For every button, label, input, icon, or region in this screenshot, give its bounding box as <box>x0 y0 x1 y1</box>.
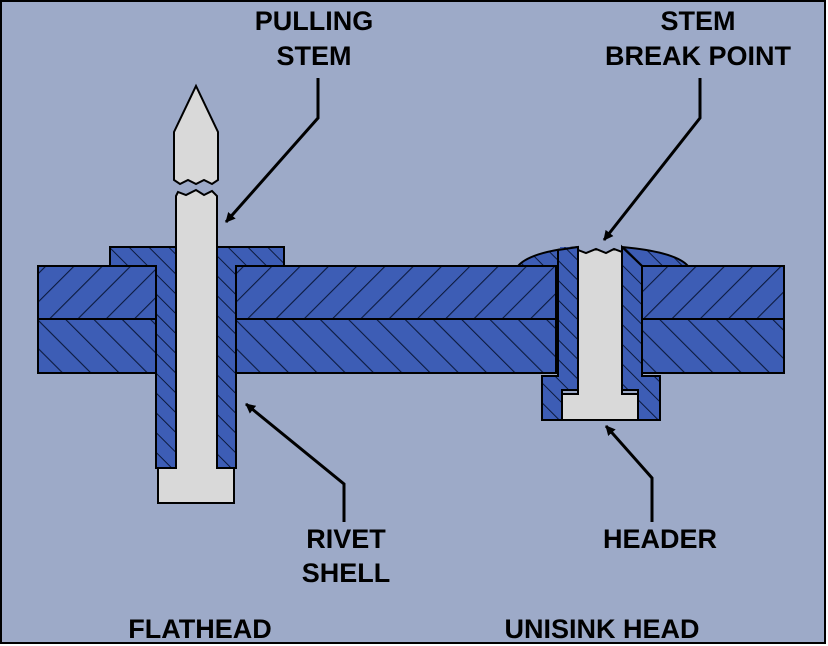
stem-break-point-label-line2: BREAK POINT <box>605 41 792 71</box>
pulling-stem-arrow <box>224 78 320 223</box>
flathead-rivet <box>109 83 285 504</box>
unisink-stem-header <box>561 247 639 421</box>
flathead-caption: FLATHEAD <box>128 614 271 644</box>
upper-sheet <box>37 265 785 320</box>
rivet-shell-label-line1: RIVET <box>306 524 386 554</box>
stem-break-point-label-line1: STEM <box>660 6 735 36</box>
header-arrow <box>604 425 654 522</box>
pulling-stem-label-line1: PULLING <box>255 6 374 36</box>
header-label: HEADER <box>603 524 717 554</box>
pulling-stem-lower <box>157 188 235 504</box>
pulling-stem-label-line2: STEM <box>276 41 351 71</box>
stem-break-point-arrow <box>602 78 702 241</box>
rivet-shell-label-line2: SHELL <box>302 558 391 588</box>
pulling-stem-tip <box>173 83 219 186</box>
unisink-head-caption: UNISINK HEAD <box>504 614 699 644</box>
rivet-shell-arrow <box>245 402 346 522</box>
lower-sheet <box>37 318 785 374</box>
unisink-rivet <box>515 244 691 421</box>
